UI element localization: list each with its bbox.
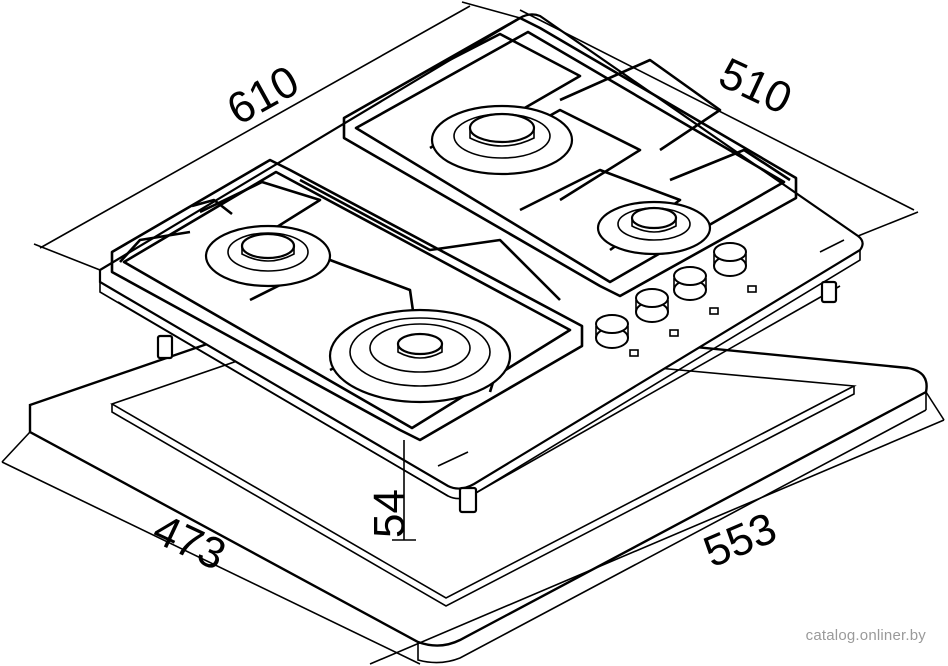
knob-4 <box>713 242 747 277</box>
knob-1 <box>595 314 629 349</box>
burner-left-rear <box>204 224 332 288</box>
burner-left-front-wok <box>328 308 512 404</box>
knob-3 <box>673 266 707 301</box>
dimension-depth-top: 610 <box>219 56 307 134</box>
dimension-cutout-width: 553 <box>697 503 784 577</box>
knob-2 <box>635 288 669 323</box>
dimension-height: 54 <box>365 489 414 538</box>
dimension-width-top: 510 <box>712 49 799 124</box>
control-knobs <box>595 242 757 357</box>
burner-right-rear <box>430 104 574 176</box>
dimension-cutout-depth: 473 <box>146 505 233 580</box>
burner-right-front <box>596 200 712 256</box>
watermark-text: catalog.onliner.by <box>805 627 926 644</box>
